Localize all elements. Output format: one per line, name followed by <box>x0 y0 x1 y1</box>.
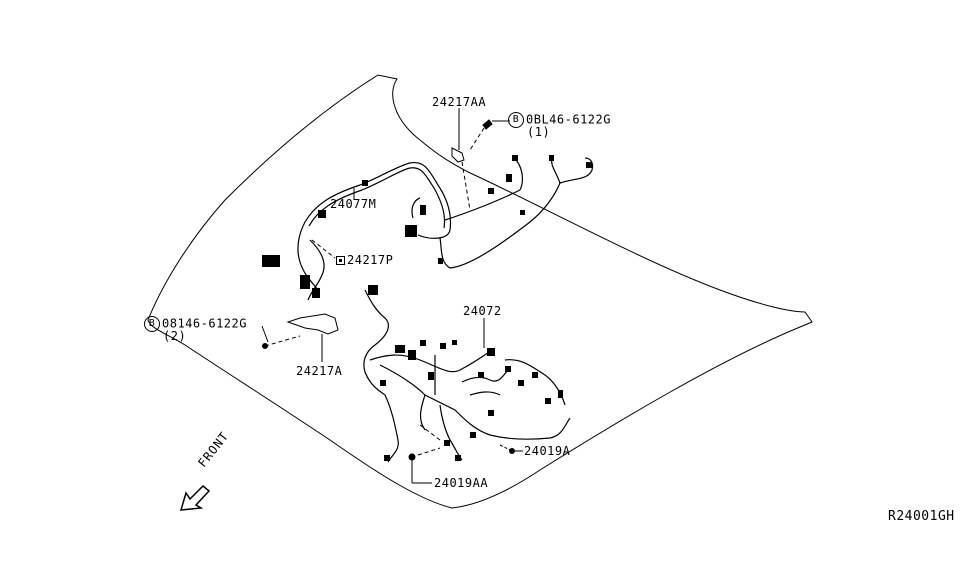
bolt-1 <box>482 119 493 130</box>
bolt-1-qty: (1) <box>527 125 551 139</box>
part-label-24072[interactable]: 24072 <box>463 304 502 318</box>
part-number-24217p: 24217P <box>347 253 394 267</box>
bolt-2-number: 08146-6122G <box>162 316 247 331</box>
b-circle-icon: B <box>508 112 524 128</box>
hood-outline <box>147 74 813 509</box>
b-circle-icon: B <box>144 316 160 332</box>
harness-24072 <box>363 289 571 463</box>
part-label-24217aa[interactable]: 24217AA <box>432 95 487 109</box>
part-label-24019aa[interactable]: 24019AA <box>434 476 489 490</box>
part-label-24217a[interactable]: 24217A <box>296 364 343 378</box>
front-arrow-icon <box>179 484 211 511</box>
connectors-lower <box>368 285 563 461</box>
connectors-upper <box>262 155 592 298</box>
bracket-24217aa <box>451 147 465 163</box>
square-marker-icon <box>336 256 345 265</box>
part-label-24019a[interactable]: 24019A <box>524 444 571 458</box>
diagram-ref-code: R24001GH <box>888 509 955 524</box>
part-label-24077m[interactable]: 24077M <box>330 197 377 211</box>
harness-24077m <box>297 157 594 301</box>
bolt-1-number: 0BL46-6122G <box>526 112 611 127</box>
bolt-2-qty: (2) <box>163 329 187 343</box>
part-label-24217p[interactable]: 24217P <box>336 254 393 266</box>
bracket-24217a <box>286 313 339 335</box>
